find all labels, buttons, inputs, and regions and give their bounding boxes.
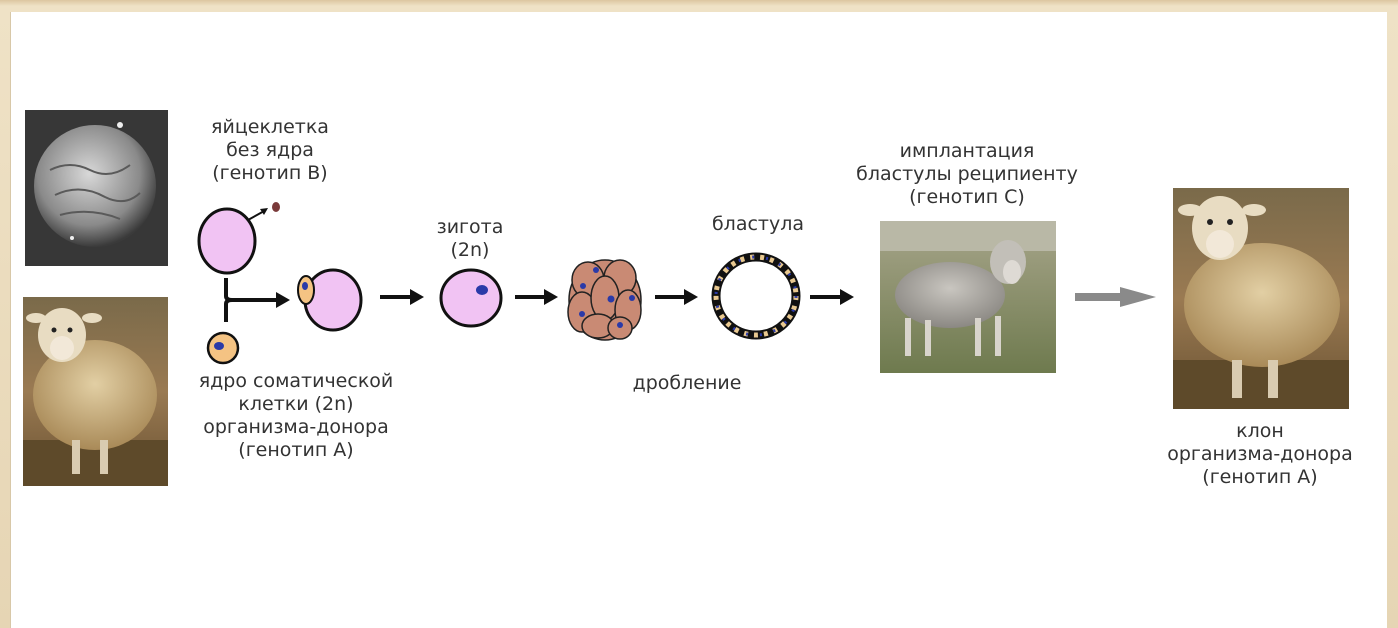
implantation-label: имплантация бластулы реципиенту (генотип… [832, 140, 1102, 209]
grey-arrow [1075, 287, 1156, 307]
somatic-nucleus-label: ядро соматической клетки (2n) организма-… [176, 370, 416, 462]
egg-cell-label: яйцеклетка без ядра (генотип В) [190, 116, 350, 185]
somatic-label-line1: ядро соматической [176, 370, 416, 393]
zygote-label: зигота (2n) [420, 216, 520, 262]
egg-cell-label-line3: (генотип В) [190, 162, 350, 185]
clone-label: клон организма-донора (генотип А) [1150, 420, 1370, 489]
somatic-cell [208, 333, 238, 363]
egg-cell-label-line1: яйцеклетка [190, 116, 350, 139]
clone-label-line2: организма-донора [1150, 443, 1370, 466]
arrow-4 [810, 289, 854, 305]
implantation-label-line3: (генотип С) [832, 186, 1102, 209]
arrow-1 [380, 289, 424, 305]
arrow-3 [655, 289, 698, 305]
somatic-label-line2: клетки (2n) [176, 393, 416, 416]
egg-cell-label-line2: без ядра [190, 139, 350, 162]
clone-label-line3: (генотип А) [1150, 466, 1370, 489]
zygote-label-line1: зигота [420, 216, 520, 239]
enucleated-egg-cell [199, 202, 280, 273]
egg-micrograph-image [25, 110, 168, 266]
blastula-cells [716, 257, 796, 335]
morula-cells [568, 260, 641, 340]
reconstructed-egg [298, 270, 361, 330]
clone-sheep-image [1173, 188, 1349, 409]
zygote-label-line2: (2n) [420, 239, 520, 262]
blastula-label: бластула [698, 213, 818, 236]
implantation-label-line1: имплантация [832, 140, 1102, 163]
implantation-label-line2: бластулы реципиенту [832, 163, 1102, 186]
donor-sheep-image [23, 297, 168, 486]
cleavage-label: дробление [612, 372, 762, 395]
zygote-cell [441, 270, 501, 326]
fusion-arrow [226, 278, 290, 322]
arrow-2 [515, 289, 558, 305]
somatic-label-line3: организма-донора [176, 416, 416, 439]
recipient-sheep-image [880, 221, 1056, 373]
clone-label-line1: клон [1150, 420, 1370, 443]
somatic-label-line4: (генотип А) [176, 439, 416, 462]
